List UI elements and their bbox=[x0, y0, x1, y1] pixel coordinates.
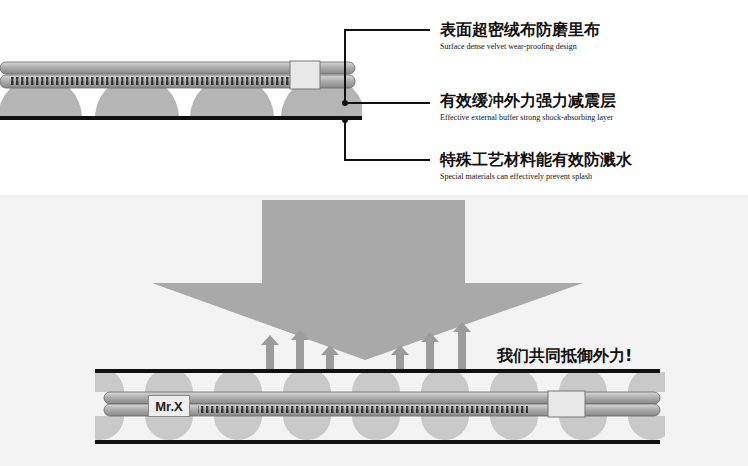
callout-text: 表面超密绒布防磨里布 bbox=[440, 20, 600, 41]
callout-subtext: Special materials can effectively preven… bbox=[440, 172, 592, 181]
up-arrow bbox=[261, 335, 279, 369]
ground bbox=[0, 195, 748, 466]
up-arrow bbox=[291, 330, 309, 369]
up-arrow bbox=[321, 345, 339, 369]
tag-text: Mr.X bbox=[155, 399, 182, 414]
force-arrow bbox=[152, 200, 583, 360]
vent bbox=[10, 77, 290, 85]
name-tag: Mr.X bbox=[148, 395, 190, 417]
up-arrow bbox=[391, 345, 409, 369]
callout-text: 特殊工艺材料能有效防溅水 bbox=[440, 150, 632, 171]
leader-lines bbox=[345, 30, 430, 160]
callout-subtext: Effective external buffer strong shock-a… bbox=[440, 113, 613, 122]
foam-layer bbox=[95, 416, 665, 440]
hinge bbox=[290, 61, 320, 89]
foam-layer bbox=[0, 88, 362, 116]
up-arrow bbox=[421, 332, 439, 369]
base-line bbox=[0, 116, 362, 120]
callout-text: 我们共同抵御外力! bbox=[497, 346, 632, 367]
foam-layer bbox=[95, 372, 665, 392]
callout-text: 有效缓冲外力强力减震层 bbox=[440, 91, 616, 112]
resist-arrows bbox=[261, 322, 471, 369]
callout-subtext: Surface dense velvet wear-proofing desig… bbox=[440, 42, 577, 51]
up-arrow bbox=[453, 322, 471, 369]
